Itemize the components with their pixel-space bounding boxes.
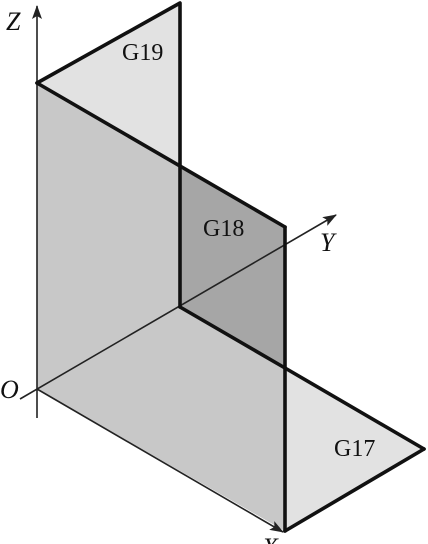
top-diagonal-edge (35, 81, 287, 229)
plane-g18 (180, 166, 285, 368)
label-g18: G18 (203, 216, 244, 242)
label-g19: G19 (122, 40, 163, 66)
g19-edge (35, 1, 182, 309)
label-y-axis: Y (320, 228, 337, 257)
floor-back-edge (283, 366, 426, 451)
plane-edges (35, 1, 426, 533)
label-x-axis: X (261, 533, 279, 544)
plane-g19 (37, 3, 180, 166)
floor-inner-edge (178, 305, 287, 370)
x-axis-line (36, 388, 284, 533)
floor-right-edge (283, 447, 426, 533)
label-origin: O (0, 375, 19, 404)
label-g17: G17 (334, 436, 375, 462)
label-z-axis: Z (6, 7, 21, 36)
